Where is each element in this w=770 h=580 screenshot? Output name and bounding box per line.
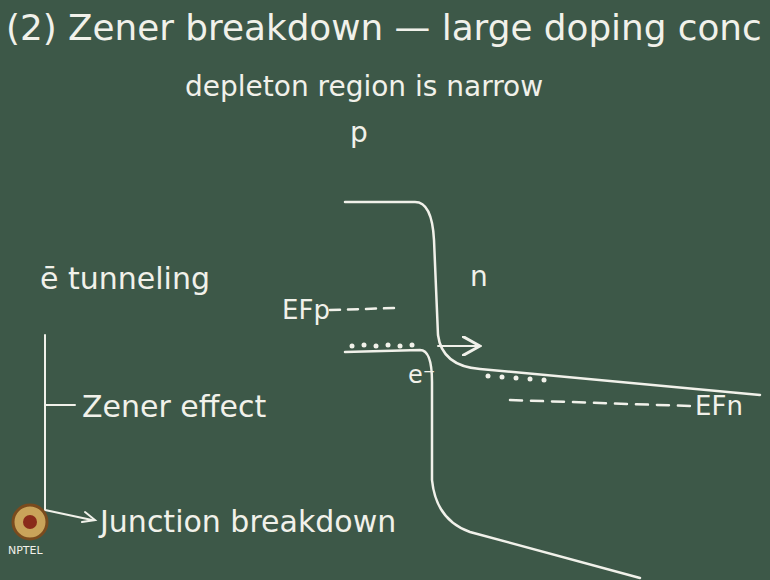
carrier-label: e⁻: [408, 362, 435, 388]
note-text: depleton region is narrow: [185, 72, 543, 103]
nptel-logo: [13, 505, 47, 539]
region-label: p: [350, 118, 368, 149]
fermi-level-p: [330, 308, 395, 310]
fermi-level-n: [510, 400, 690, 406]
board-heading: (2) Zener breakdown — large doping conc: [6, 8, 762, 47]
conduction-band: [345, 202, 760, 395]
branch-arrow: [82, 512, 95, 522]
branch-bracket: [45, 335, 92, 520]
region-label: n: [470, 262, 488, 293]
branch-label: Junction breakdown: [100, 505, 396, 538]
valence-band: [345, 350, 640, 578]
process-label: ē tunneling: [40, 262, 210, 295]
logo-text: NPTEL: [8, 545, 43, 557]
branch-label: Zener effect: [82, 390, 266, 423]
tunneling-arrow: [438, 345, 478, 347]
fermi-level-label: EFn: [695, 392, 743, 421]
electron-dots: [350, 343, 547, 383]
fermi-level-label: EFp: [282, 296, 330, 325]
